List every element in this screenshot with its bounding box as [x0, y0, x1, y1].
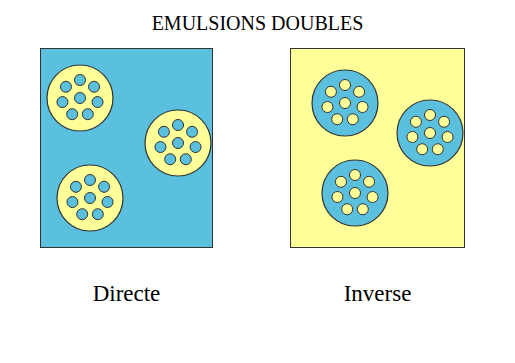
- water-globule: [397, 100, 463, 166]
- emulsion-type-label: Inverse: [344, 281, 412, 307]
- phase-square: Inverse: [290, 48, 465, 248]
- oil-globule: [145, 110, 211, 176]
- emulsion-type-label: Directe: [93, 281, 161, 307]
- continuous-water-phase: [40, 48, 213, 248]
- water-globule: [312, 70, 378, 136]
- diagram-title: EMULSIONS DOUBLES: [0, 12, 515, 35]
- water-globule: [322, 160, 388, 226]
- phase-square: Directe: [40, 48, 213, 248]
- continuous-oil-phase: [290, 48, 465, 248]
- oil-globule: [47, 65, 113, 131]
- oil-globule: [57, 165, 123, 231]
